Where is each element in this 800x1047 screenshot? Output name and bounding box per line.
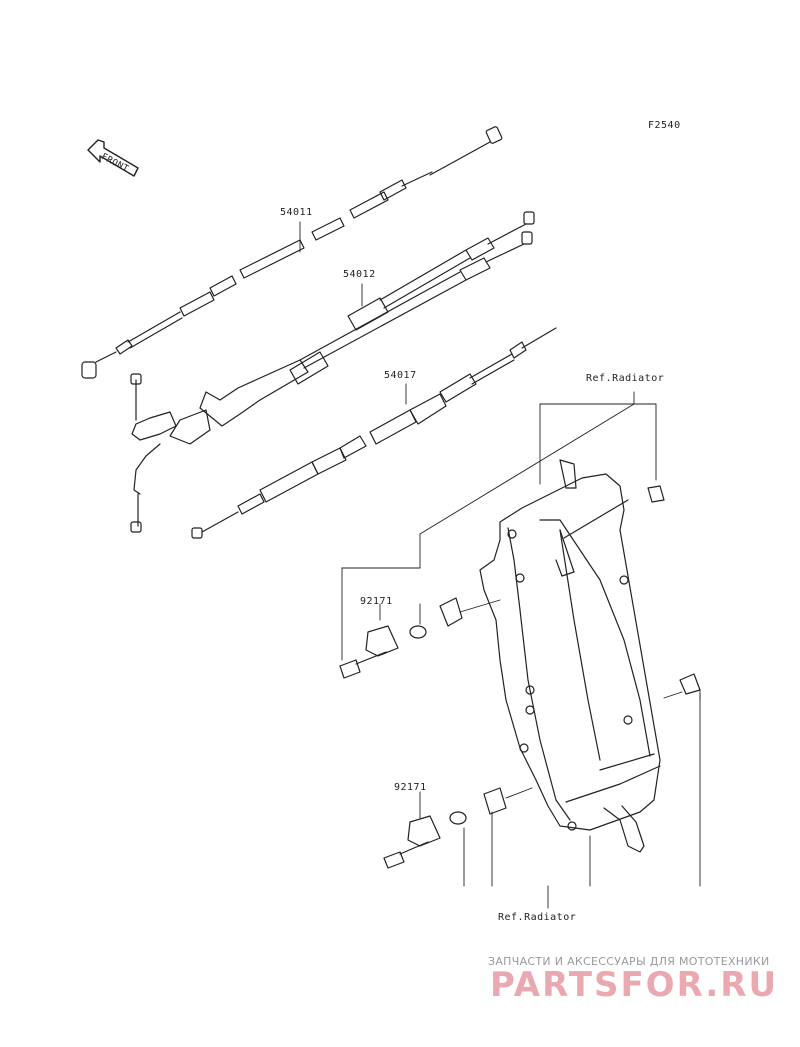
ref-radiator-bottom[interactable]: Ref.Radiator xyxy=(498,912,577,923)
part-number-54017[interactable]: 54017 xyxy=(384,370,417,381)
radiator-bolt-right xyxy=(679,673,701,695)
diagram-code: F2540 xyxy=(648,120,681,131)
watermark-brand: PARTSFOR.RU xyxy=(490,965,779,1005)
cable-54011 xyxy=(81,126,503,379)
part-number-54012[interactable]: 54012 xyxy=(343,269,376,280)
radiator-bolt-upper xyxy=(647,485,665,503)
clamp-assembly-upper xyxy=(339,597,463,679)
cable-54017 xyxy=(191,327,557,539)
ref-radiator-top[interactable]: Ref.Radiator xyxy=(586,373,665,384)
leader-lines xyxy=(299,221,701,909)
part-number-92171-lower[interactable]: 92171 xyxy=(394,782,427,793)
front-arrow-icon xyxy=(87,139,139,177)
cable-54012 xyxy=(130,211,535,533)
clamp-assembly-lower xyxy=(383,787,507,869)
radiator-outline xyxy=(479,459,661,853)
part-number-92171-upper[interactable]: 92171 xyxy=(360,596,393,607)
watermark-tagline: ЗАПЧАСТИ И АКСЕССУАРЫ ДЛЯ МОТОТЕХНИКИ xyxy=(488,955,770,968)
part-number-54011[interactable]: 54011 xyxy=(280,207,313,218)
